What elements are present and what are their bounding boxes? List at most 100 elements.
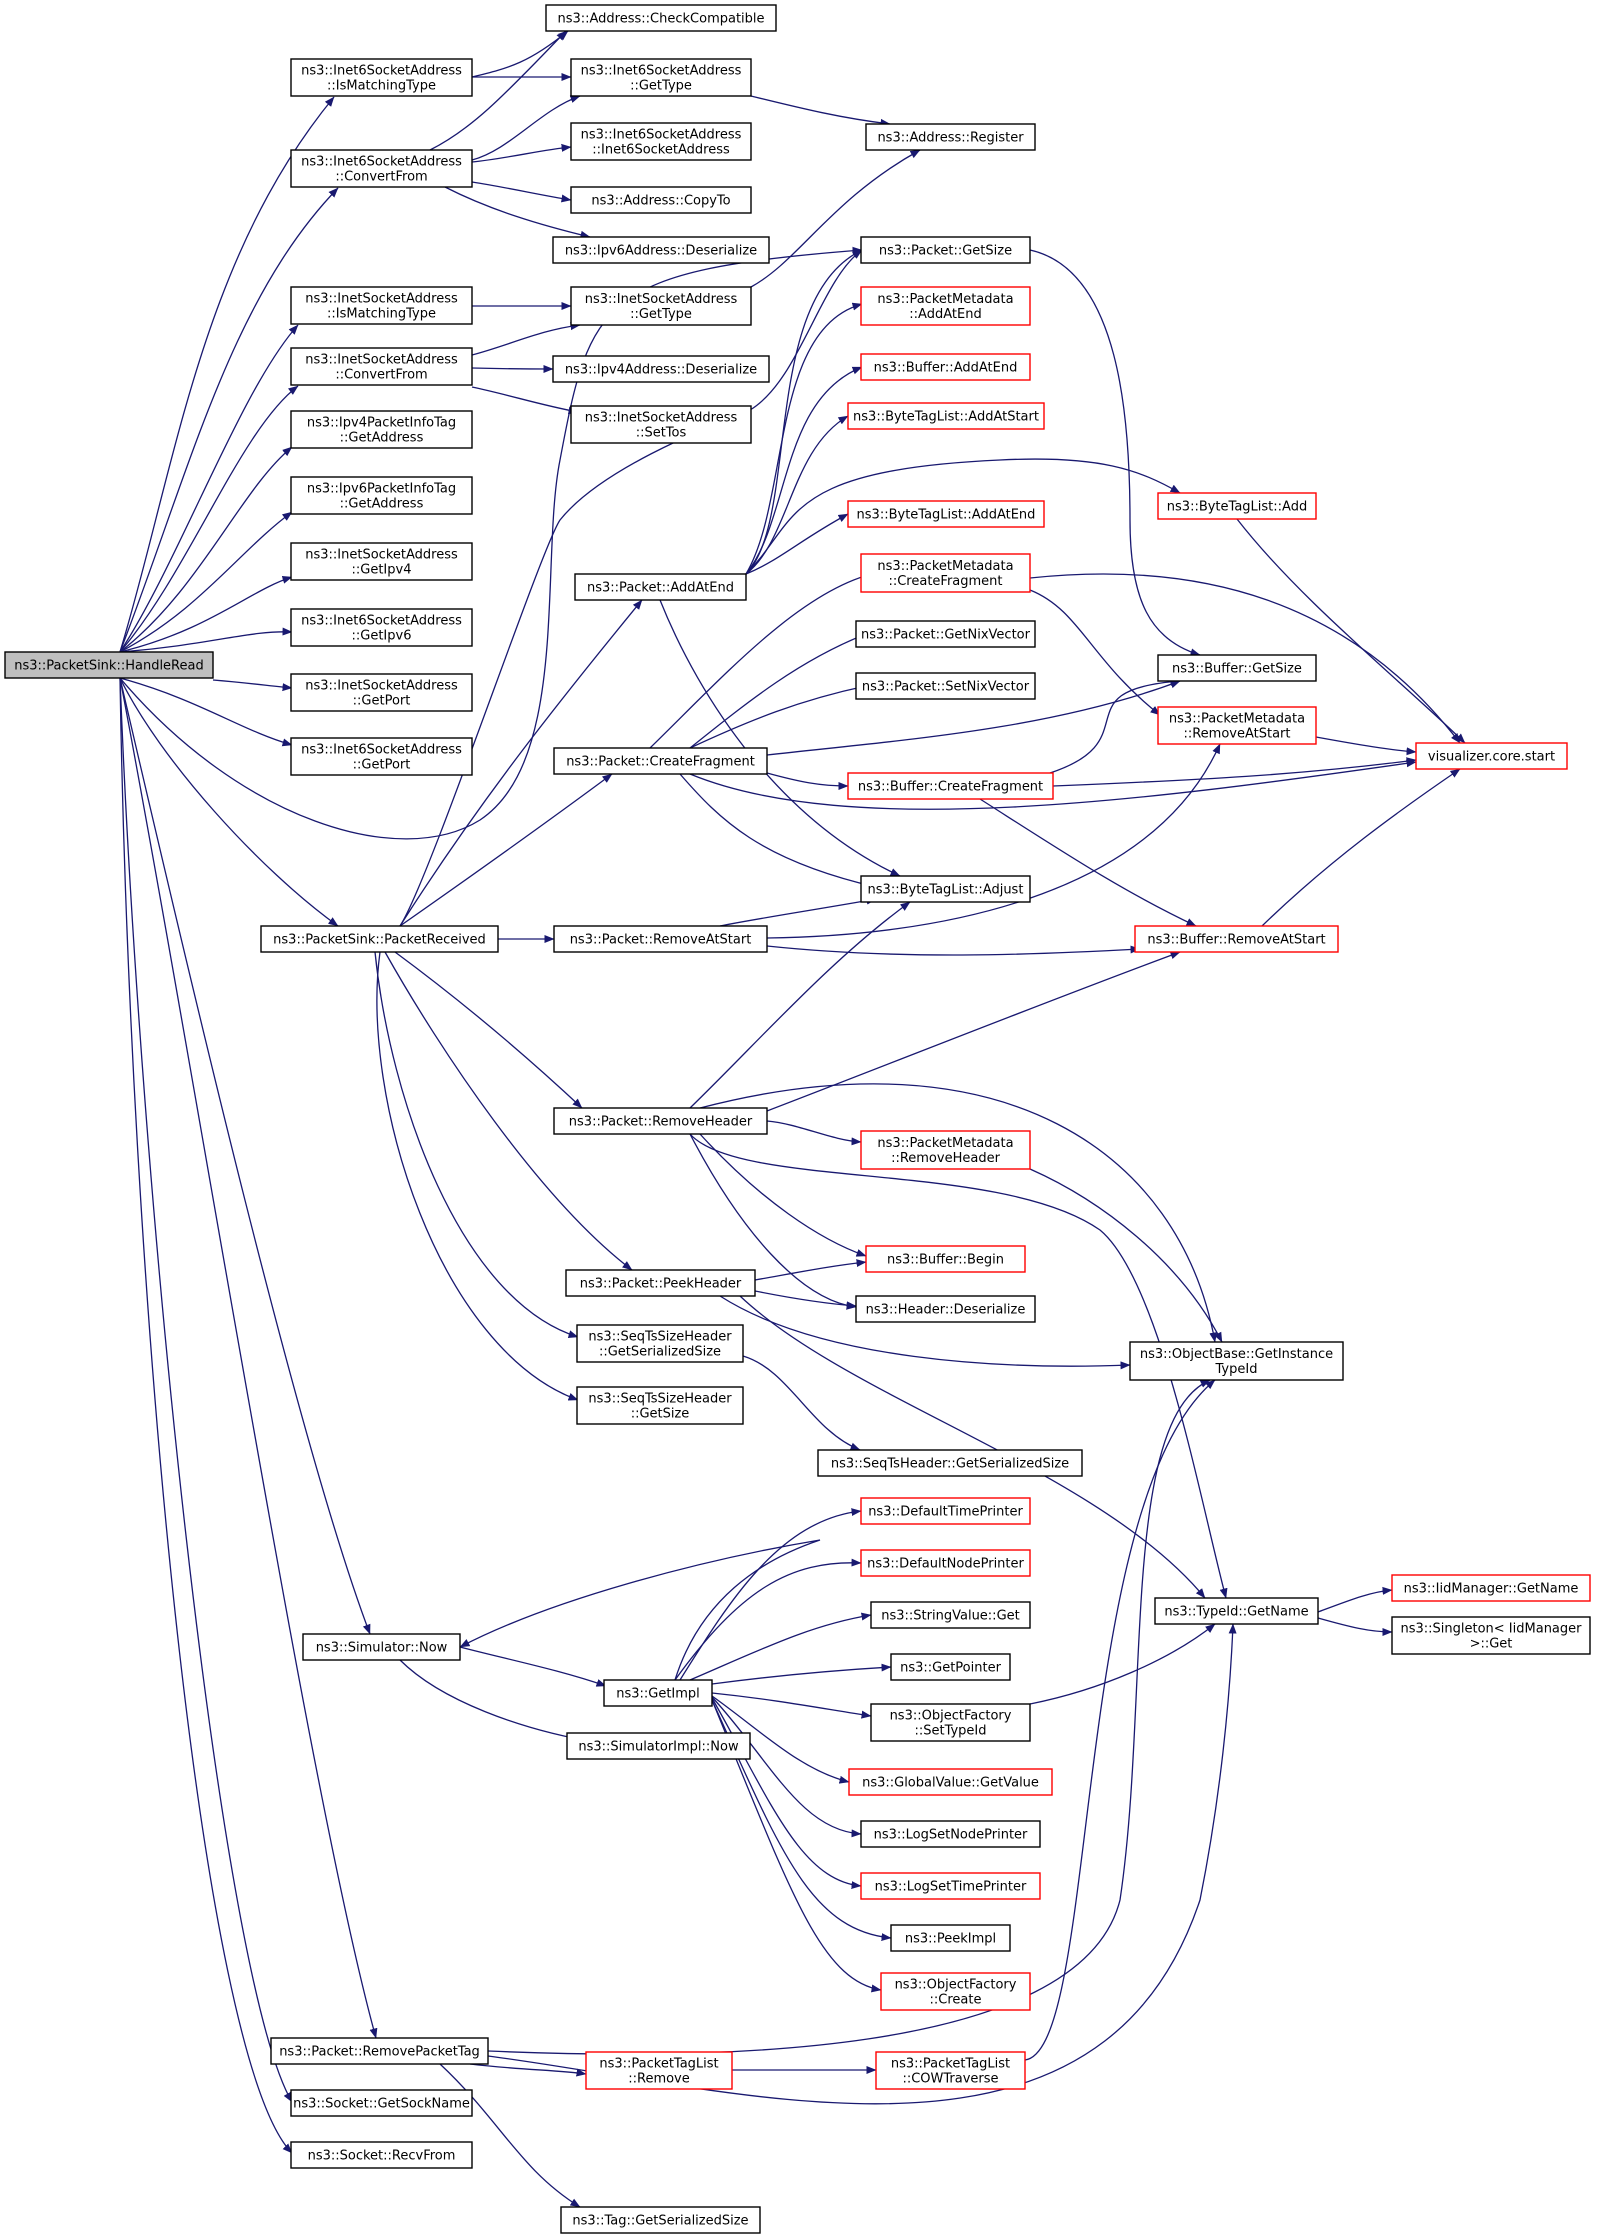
node-box: [848, 1768, 1053, 1796]
node-stringvalue_get[interactable]: ns3::StringValue::Get: [870, 1601, 1031, 1629]
node-pkt_setnix[interactable]: ns3::Packet::SetNixVector: [855, 672, 1036, 700]
node-buf_createfrag[interactable]: ns3::Buffer::CreateFragment: [847, 772, 1054, 800]
node-box: [890, 1924, 1011, 1952]
node-box: [260, 925, 499, 953]
node-i6_convertfrom[interactable]: ns3::Inet6SocketAddress::ConvertFrom: [290, 149, 473, 188]
node-pm_removeheader[interactable]: ns3::PacketMetadata::RemoveHeader: [860, 1130, 1031, 1170]
node-pkt_createfrag[interactable]: ns3::Packet::CreateFragment: [553, 747, 768, 775]
call-edge: [212, 679, 293, 692]
node-sock_recvfrom[interactable]: ns3::Socket::RecvFrom: [290, 2141, 473, 2169]
node-deftimeprinter[interactable]: ns3::DefaultTimePrinter: [860, 1497, 1031, 1525]
node-simimpl_now[interactable]: ns3::SimulatorImpl::Now: [566, 1732, 751, 1760]
call-edge: [119, 677, 371, 1635]
node-logsetnode[interactable]: ns3::LogSetNodePrinter: [860, 1820, 1041, 1848]
node-typeid_getname[interactable]: ns3::TypeId::GetName: [1154, 1597, 1319, 1625]
node-box: [865, 123, 1036, 151]
node-vis_start[interactable]: visualizer.core.start: [1415, 742, 1568, 770]
node-pkt_removetag[interactable]: ns3::Packet::RemovePacketTag: [270, 2037, 489, 2065]
node-ipv6info_getaddr[interactable]: ns3::Ipv6PacketInfoTag::GetAddress: [290, 476, 473, 515]
node-sock_getsockname[interactable]: ns3::Socket::GetSockName: [290, 2089, 473, 2117]
call-edge: [1317, 1586, 1393, 1613]
call-edge: [679, 1508, 862, 1681]
node-sink_received[interactable]: ns3::PacketSink::PacketReceived: [260, 925, 499, 953]
node-getpointer[interactable]: ns3::GetPointer: [890, 1653, 1011, 1681]
node-label: ns3::Packet::SetNixVector: [862, 680, 1030, 695]
node-ipv4info_getaddr[interactable]: ns3::Ipv4PacketInfoTag::GetAddress: [290, 410, 473, 449]
node-iidmgr_getname[interactable]: ns3::IidManager::GetName: [1391, 1574, 1591, 1602]
node-buf_removeatstart[interactable]: ns3::Buffer::RemoveAtStart: [1134, 925, 1339, 953]
node-defnodeprinter[interactable]: ns3::DefaultNodePrinter: [860, 1549, 1031, 1577]
call-edge: [119, 446, 293, 653]
call-edge: [471, 181, 572, 203]
node-i4_getipv4[interactable]: ns3::InetSocketAddress::GetIpv4: [290, 542, 473, 581]
node-label: ns3::InetSocketAddress: [585, 292, 738, 307]
node-box: [880, 1972, 1031, 2011]
node-label: ns3::Packet::PeekHeader: [580, 1277, 742, 1292]
node-ptl_remove[interactable]: ns3::PacketTagList::Remove: [585, 2051, 733, 2090]
node-ipv6_deser[interactable]: ns3::Ipv6Address::Deserialize: [552, 236, 770, 264]
node-checkcompatible[interactable]: ns3::Address::CheckCompatible: [545, 4, 777, 32]
node-logsettime[interactable]: ns3::LogSetTimePrinter: [860, 1872, 1041, 1900]
node-buf_getsize[interactable]: ns3::Buffer::GetSize: [1157, 654, 1317, 682]
node-seqtsh_getser[interactable]: ns3::SeqTsHeader::GetSerializedSize: [817, 1449, 1083, 1477]
node-i6_gettype[interactable]: ns3::Inet6SocketAddress::GetType: [570, 58, 752, 97]
node-btl_addatend[interactable]: ns3::ByteTagList::AddAtEnd: [847, 500, 1045, 528]
node-seqts_getsize[interactable]: ns3::SeqTsSizeHeader::GetSize: [576, 1386, 744, 1425]
node-btl_addatstart[interactable]: ns3::ByteTagList::AddAtStart: [847, 402, 1045, 430]
node-seqts_getser[interactable]: ns3::SeqTsSizeHeader::GetSerializedSize: [576, 1324, 744, 1363]
node-buf_begin[interactable]: ns3::Buffer::Begin: [865, 1245, 1026, 1273]
node-box: [1157, 706, 1317, 745]
node-i6_getport[interactable]: ns3::Inet6SocketAddress::GetPort: [290, 737, 473, 776]
node-gv_getvalue[interactable]: ns3::GlobalValue::GetValue: [848, 1768, 1053, 1796]
call-edge: [711, 1696, 862, 1838]
node-i4_getport[interactable]: ns3::InetSocketAddress::GetPort: [290, 673, 473, 712]
node-getimpl[interactable]: ns3::GetImpl: [603, 1679, 713, 1707]
node-i4_ismatching[interactable]: ns3::InetSocketAddress::IsMatchingType: [290, 286, 473, 325]
node-addr_register[interactable]: ns3::Address::Register: [865, 123, 1036, 151]
node-buf_addatend[interactable]: ns3::Buffer::AddAtEnd: [860, 353, 1031, 381]
node-i4_gettype[interactable]: ns3::InetSocketAddress::GetType: [570, 286, 752, 326]
node-i6_ismatching[interactable]: ns3::Inet6SocketAddress::IsMatchingType: [290, 58, 473, 97]
node-ipv4_deser[interactable]: ns3::Ipv4Address::Deserialize: [552, 355, 770, 383]
node-of_create[interactable]: ns3::ObjectFactory::Create: [880, 1972, 1031, 2011]
node-label: ns3::Header::Deserialize: [866, 1303, 1026, 1318]
call-edge: [1029, 589, 1161, 716]
node-hdr_deser[interactable]: ns3::Header::Deserialize: [855, 1295, 1036, 1323]
node-pkt_peekheader[interactable]: ns3::Packet::PeekHeader: [565, 1269, 756, 1297]
call-edge: [469, 2063, 587, 2077]
node-pkt_addatend[interactable]: ns3::Packet::AddAtEnd: [574, 573, 747, 601]
call-edge: [689, 1133, 1228, 1599]
node-pkt_removeheader[interactable]: ns3::Packet::RemoveHeader: [553, 1107, 768, 1135]
call-edge: [374, 951, 579, 1338]
node-pm_addatend[interactable]: ns3::PacketMetadata::AddAtEnd: [860, 286, 1031, 326]
node-i4_convertfrom[interactable]: ns3::InetSocketAddress::ConvertFrom: [290, 347, 473, 386]
node-pkt_getnix[interactable]: ns3::Packet::GetNixVector: [855, 620, 1036, 648]
node-pkt_getsize[interactable]: ns3::Packet::GetSize: [860, 236, 1031, 264]
node-peekimpl[interactable]: ns3::PeekImpl: [890, 1924, 1011, 1952]
node-label: ns3::PeekImpl: [905, 1932, 996, 1947]
node-btl_adjust[interactable]: ns3::ByteTagList::Adjust: [860, 875, 1031, 903]
node-singleton_get[interactable]: ns3::Singleton< IidManager>::Get: [1391, 1616, 1591, 1655]
node-handleread[interactable]: ns3::PacketSink::HandleRead: [4, 651, 214, 679]
node-pkt_removeatstart[interactable]: ns3::Packet::RemoveAtStart: [553, 925, 768, 953]
call-edge: [1236, 518, 1466, 744]
node-label: ns3::Ipv6Address::Deserialize: [565, 244, 757, 259]
call-edge: [1029, 1168, 1223, 1343]
node-addr_copyto[interactable]: ns3::Address::CopyTo: [570, 186, 752, 214]
node-box: [290, 58, 473, 97]
node-btl_add[interactable]: ns3::ByteTagList::Add: [1157, 492, 1317, 520]
node-tag_getser[interactable]: ns3::Tag::GetSerializedSize: [560, 2206, 761, 2234]
node-of_settypeid[interactable]: ns3::ObjectFactory::SetTypeId: [870, 1703, 1031, 1742]
node-pm_createfrag[interactable]: ns3::PacketMetadata::CreateFragment: [860, 553, 1031, 593]
node-i6_getipv6[interactable]: ns3::Inet6SocketAddress::GetIpv6: [290, 608, 473, 647]
node-box: [1157, 492, 1317, 520]
call-edge: [471, 95, 581, 161]
node-box: [4, 651, 214, 679]
node-box: [290, 476, 473, 515]
node-sim_now[interactable]: ns3::Simulator::Now: [302, 1633, 461, 1661]
node-ptl_cow[interactable]: ns3::PacketTagList::COWTraverse: [875, 2051, 1026, 2090]
node-i6_ctor[interactable]: ns3::Inet6SocketAddress::Inet6SocketAddr…: [570, 122, 752, 161]
node-pm_removeatstart[interactable]: ns3::PacketMetadata::RemoveAtStart: [1157, 706, 1317, 745]
node-i4_settos[interactable]: ns3::InetSocketAddress::SetTos: [570, 405, 752, 444]
